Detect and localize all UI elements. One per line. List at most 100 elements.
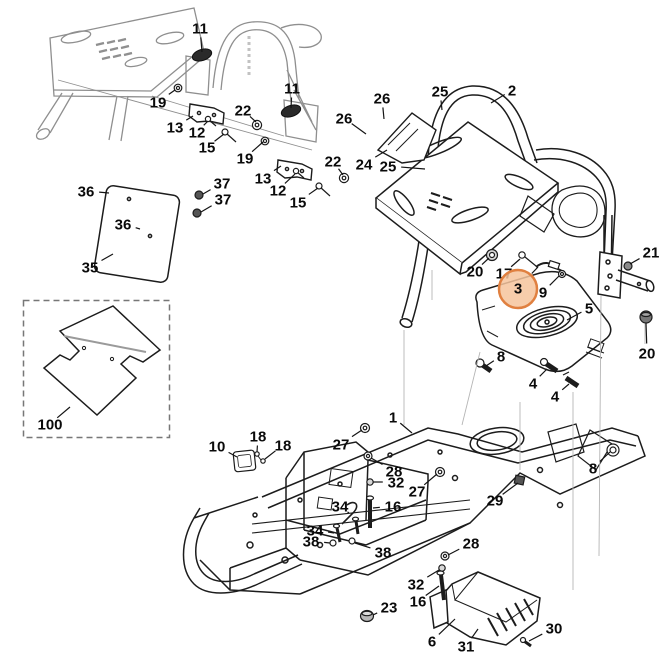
- part-number[interactable]: 27: [333, 437, 350, 454]
- part-number[interactable]: 38: [375, 545, 392, 562]
- part-label-11-6[interactable]: 11: [284, 81, 300, 109]
- part-number[interactable]: 5: [585, 301, 593, 318]
- part-number[interactable]: 36: [78, 184, 95, 201]
- part-number[interactable]: 100: [37, 417, 62, 434]
- part-label-8-48[interactable]: 8: [589, 451, 611, 478]
- part-label-37-12[interactable]: 37: [202, 176, 230, 195]
- part-number[interactable]: 26: [336, 111, 353, 128]
- part-label-38-45[interactable]: 38: [303, 534, 331, 551]
- part-label-21-28[interactable]: 21: [629, 245, 660, 265]
- part-label-12-3[interactable]: 12: [189, 120, 209, 142]
- part-label-9-27[interactable]: 9: [539, 275, 560, 302]
- part-label-13-2[interactable]: 13: [167, 115, 194, 137]
- part-label-8-31[interactable]: 8: [485, 349, 505, 367]
- part-label-29-47[interactable]: 29: [487, 482, 519, 510]
- part-label-25-23[interactable]: 25: [380, 159, 426, 176]
- part-number[interactable]: 22: [325, 154, 342, 171]
- part-number[interactable]: 30: [546, 621, 563, 638]
- part-label-35-16[interactable]: 35: [82, 253, 114, 277]
- part-number[interactable]: 9: [539, 285, 547, 302]
- part-number[interactable]: 26: [374, 91, 391, 108]
- part-label-4-33[interactable]: 4: [551, 383, 570, 406]
- part-number[interactable]: 15: [199, 140, 216, 157]
- part-label-18-36[interactable]: 18: [250, 429, 267, 453]
- part-label-34-43[interactable]: 34: [332, 499, 350, 516]
- part-number[interactable]: 31: [458, 639, 475, 656]
- part-label-20-24[interactable]: 20: [467, 257, 490, 281]
- part-number[interactable]: 15: [290, 195, 307, 212]
- part-label-27-41[interactable]: 27: [409, 473, 438, 501]
- part-label-19-7[interactable]: 19: [237, 141, 264, 168]
- part-number[interactable]: 2: [508, 83, 516, 100]
- part-number[interactable]: 29: [487, 493, 504, 510]
- part-label-30-53[interactable]: 30: [528, 621, 563, 642]
- part-number[interactable]: 27: [409, 484, 426, 501]
- part-number[interactable]: 25: [380, 159, 397, 176]
- part-number[interactable]: 18: [250, 429, 267, 446]
- part-label-25-19[interactable]: 25: [432, 84, 449, 111]
- part-number[interactable]: 12: [270, 183, 287, 200]
- part-number[interactable]: 22: [235, 103, 252, 120]
- part-number[interactable]: 20: [639, 346, 656, 363]
- part-label-24-22[interactable]: 24: [356, 149, 388, 174]
- part-label-15-11[interactable]: 15: [290, 187, 319, 212]
- part-label-26-21[interactable]: 26: [336, 111, 367, 135]
- part-label-2-20[interactable]: 2: [490, 83, 516, 104]
- part-number[interactable]: 34: [332, 499, 349, 516]
- part-label-15-5[interactable]: 15: [199, 133, 225, 157]
- part-number[interactable]: 38: [303, 534, 320, 551]
- part-number[interactable]: 11: [284, 81, 300, 98]
- part-label-13-8[interactable]: 13: [255, 165, 282, 188]
- part-number[interactable]: 21: [643, 245, 660, 262]
- part-label-3-26[interactable]: 3: [497, 266, 539, 310]
- part-number[interactable]: 4: [551, 389, 560, 406]
- part-label-28-49[interactable]: 28: [447, 536, 480, 556]
- part-number[interactable]: 32: [388, 475, 405, 492]
- part-label-32-40[interactable]: 32: [373, 475, 404, 492]
- part-number[interactable]: 19: [150, 95, 167, 112]
- part-number[interactable]: 4: [529, 376, 538, 393]
- part-number[interactable]: 35: [82, 260, 99, 277]
- part-number[interactable]: 12: [189, 125, 206, 142]
- part-number[interactable]: 16: [385, 499, 402, 516]
- part-label-19-1[interactable]: 19: [150, 89, 176, 112]
- part-label-18-37[interactable]: 18: [264, 438, 292, 460]
- part-label-22-4[interactable]: 22: [235, 103, 257, 123]
- part-number[interactable]: 25: [432, 84, 449, 101]
- part-label-10-35[interactable]: 10: [209, 439, 238, 458]
- part-label-36-14[interactable]: 36: [78, 184, 110, 201]
- part-label-6-54[interactable]: 6: [428, 618, 456, 651]
- part-number[interactable]: 19: [237, 151, 254, 168]
- part-number[interactable]: 36: [115, 217, 132, 234]
- part-number[interactable]: 32: [408, 577, 425, 594]
- part-number[interactable]: 24: [356, 157, 373, 174]
- part-number[interactable]: 8: [497, 349, 505, 366]
- part-number[interactable]: 13: [255, 171, 272, 188]
- part-label-11-0[interactable]: 11: [192, 21, 208, 53]
- part-number[interactable]: 23: [381, 600, 398, 617]
- part-number[interactable]: 1: [389, 410, 397, 427]
- part-label-20-30[interactable]: 20: [639, 322, 656, 363]
- part-label-37-13[interactable]: 37: [200, 192, 232, 213]
- part-label-38-46[interactable]: 38: [354, 542, 392, 562]
- part-label-31-55[interactable]: 31: [458, 628, 479, 656]
- part-label-27-38[interactable]: 27: [333, 429, 363, 454]
- part-label-1-34[interactable]: 1: [389, 410, 413, 434]
- part-label-22-10[interactable]: 22: [325, 154, 344, 176]
- part-number[interactable]: 16: [410, 594, 427, 611]
- part-label-16-51[interactable]: 16: [410, 585, 440, 611]
- part-label-4-32[interactable]: 4: [529, 368, 548, 393]
- part-number[interactable]: 6: [428, 634, 436, 651]
- part-number[interactable]: 3: [514, 281, 522, 298]
- part-number[interactable]: 37: [215, 192, 232, 209]
- part-label-100-17[interactable]: 100: [37, 406, 71, 434]
- part-label-32-50[interactable]: 32: [408, 569, 440, 594]
- part-label-12-9[interactable]: 12: [270, 173, 296, 200]
- part-number[interactable]: 11: [192, 21, 208, 38]
- part-label-23-52[interactable]: 23: [372, 600, 398, 617]
- part-number[interactable]: 10: [209, 439, 226, 456]
- part-label-5-29[interactable]: 5: [566, 301, 593, 321]
- part-number[interactable]: 28: [463, 536, 480, 553]
- part-number[interactable]: 18: [275, 438, 292, 455]
- part-number[interactable]: 20: [467, 264, 484, 281]
